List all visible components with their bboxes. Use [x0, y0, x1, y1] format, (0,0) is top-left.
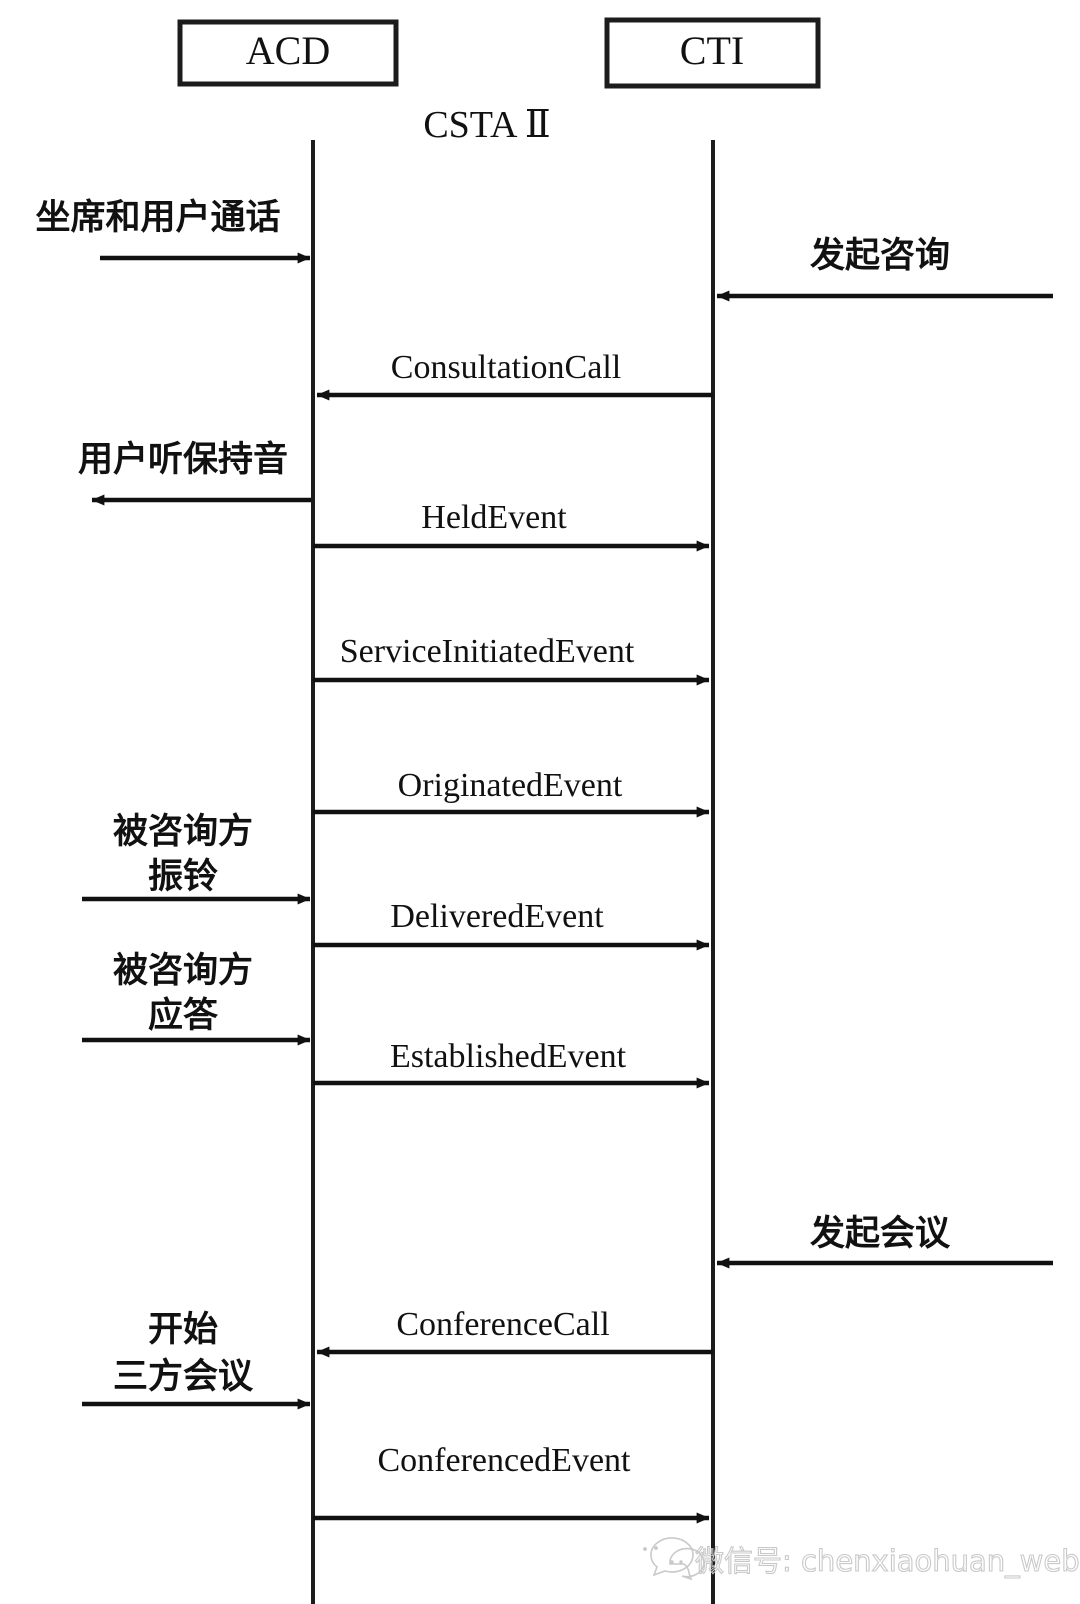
message-label-agent-user-call: 坐席和用户通话 [35, 198, 280, 238]
message-label-established-event: EstablishedEvent [390, 1038, 627, 1075]
message-label-held-event: HeldEvent [421, 499, 567, 536]
watermark: 微信号: chenxiaohuan_web [643, 1537, 1080, 1581]
message-label-conference-call: ConferenceCall [396, 1306, 609, 1343]
message-label-user-hears-hold-music: 用户听保持音 [78, 439, 288, 480]
message-label-start-three-party-conference-line2: 三方会议 [113, 1357, 254, 1397]
message-label-conferenced-event: ConferencedEvent [378, 1442, 632, 1479]
message-label-start-three-party-conference-line1: 开始 [148, 1310, 218, 1350]
message-label-consulted-party-ringing-line2: 振铃 [148, 857, 218, 897]
message-label-initiate-conference: 发起会议 [810, 1214, 951, 1254]
actor-label-cti: CTI [680, 28, 744, 73]
message-label-consulted-party-answer-line1: 被咨询方 [113, 951, 253, 991]
message-label-service-initiated-event: ServiceInitiatedEvent [340, 633, 635, 670]
watermark-label: 微信号: chenxiaohuan_web [695, 1544, 1080, 1578]
wechat-icon [643, 1537, 705, 1581]
message-label-consulted-party-ringing-line1: 被咨询方 [113, 812, 253, 852]
actor-box-cti [604, 17, 821, 89]
message-label-originated-event: OriginatedEvent [398, 767, 623, 804]
message-label-initiate-consultation: 发起咨询 [810, 236, 950, 276]
message-label-consulted-party-answer-line2: 应答 [148, 995, 219, 1036]
actor-label-acd: ACD [246, 28, 330, 73]
message-label-delivered-event: DeliveredEvent [390, 898, 604, 935]
protocol-label: CSTA Ⅱ [423, 104, 550, 146]
actor-box-acd [177, 19, 399, 87]
message-label-consultation-call: ConsultationCall [391, 349, 621, 386]
